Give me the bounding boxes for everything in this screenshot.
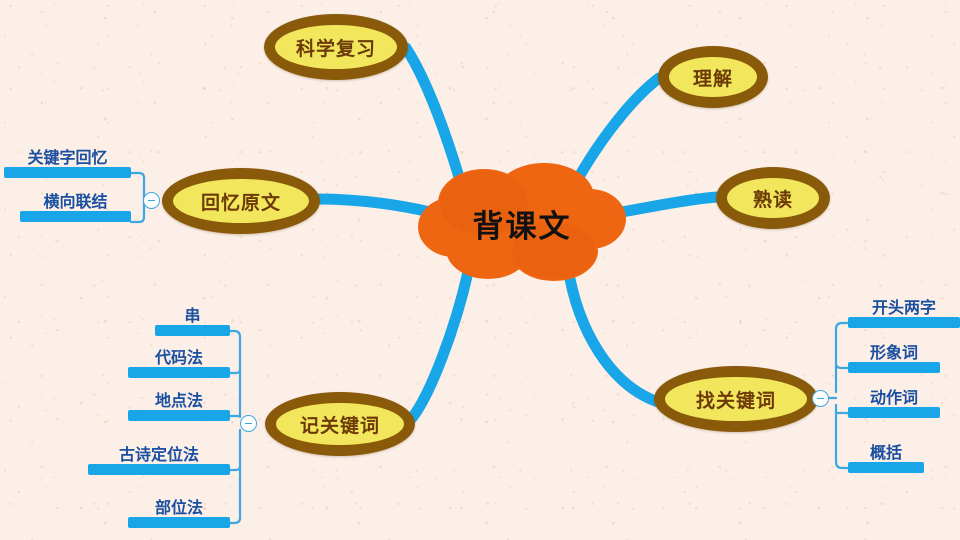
elbow-zhaoguan-b2 (834, 362, 850, 370)
branch-node-lijie[interactable]: 理解 (658, 46, 768, 108)
branch-label-lijie: 理解 (692, 67, 733, 90)
branch-label-jiguanjianci: 记关键词 (299, 414, 380, 437)
branch-label-kexuefuxi: 科学复习 (295, 37, 376, 60)
leaf-underline-bar (88, 464, 230, 475)
leaf-label-gaikuo: 概括 (869, 443, 902, 462)
leaf-label-hengxiangluanjie: 横向联结 (43, 192, 108, 211)
leaf-label-guanjianzihuiyi: 关键字回忆 (27, 148, 108, 167)
leaf-underline-bar (4, 167, 131, 178)
leaf-underline-bar (128, 410, 230, 421)
connector-central-to-huiyi (312, 193, 436, 218)
leaf-underline-bar (848, 462, 924, 473)
elbow-jiguan-b2 (228, 367, 242, 375)
branch-node-shudu[interactable]: 熟读 (716, 167, 830, 229)
elbow-zhaoguan-group (834, 321, 850, 470)
branch-label-huiyiyuanwen: 回忆原文 (200, 191, 281, 214)
leaf-underline-bar (128, 367, 230, 378)
leaf-node-chuan[interactable]: 串 (155, 298, 230, 336)
leaf-label-buweifa: 部位法 (154, 498, 203, 517)
branch-node-zhaoguanjianci[interactable]: 找关键词 (654, 366, 818, 432)
branch-node-huiyiyuanwen[interactable]: 回忆原文 (162, 168, 320, 234)
leaf-underline-bar (848, 317, 960, 328)
central-topic-label: 背课文 (472, 208, 572, 245)
branch-node-kexuefuxi[interactable]: 科学复习 (264, 14, 408, 80)
leaf-node-xingxiangci[interactable]: 形象词 (848, 335, 940, 373)
leaf-node-dongzuoci[interactable]: 动作词 (848, 380, 940, 418)
connector-central-to-zhaoguan (562, 262, 664, 408)
leaf-node-didianfa[interactable]: 地点法 (128, 383, 230, 421)
collapse-toggle-jiguanjianci[interactable] (240, 415, 257, 432)
leaf-label-didianfa: 地点法 (154, 391, 203, 410)
leaf-underline-bar (20, 211, 131, 222)
leaf-node-gushidingweifa[interactable]: 古诗定位法 (88, 437, 230, 475)
elbow-jiguan-group (228, 329, 242, 525)
leaf-underline-bar (128, 517, 230, 528)
leaf-node-hengxiangluanjie[interactable]: 横向联结 (20, 184, 131, 222)
leaf-label-gushidingweifa: 古诗定位法 (118, 445, 199, 464)
leaf-label-dongzuoci: 动作词 (869, 388, 918, 407)
elbow-huiyi-group (129, 171, 146, 224)
collapse-toggle-zhaoguanjianci[interactable] (812, 390, 829, 407)
leaf-node-guanjianzihuiyi[interactable]: 关键字回忆 (4, 140, 131, 178)
leaf-label-chuan: 串 (184, 306, 201, 325)
leaf-node-kaitouliangzi[interactable]: 开头两字 (848, 290, 960, 328)
leaf-label-xingxiangci: 形象词 (869, 343, 918, 362)
leaf-underline-bar (848, 407, 940, 418)
branch-label-shudu: 熟读 (752, 188, 793, 211)
leaf-label-daimafa: 代码法 (154, 348, 203, 367)
connector-central-to-jiguan (406, 266, 474, 424)
branch-label-zhaoguanjianci: 找关键词 (695, 389, 776, 412)
central-topic-node[interactable]: 背课文 (414, 157, 630, 289)
elbow-jiguan-b4 (228, 464, 242, 472)
leaf-underline-bar (848, 362, 940, 373)
collapse-toggle-huiyiyuanwen[interactable] (143, 192, 160, 209)
cloud-shape-icon (418, 163, 626, 281)
leaf-node-gaikuo[interactable]: 概括 (848, 435, 924, 473)
leaf-label-kaitouliangzi: 开头两字 (871, 298, 936, 317)
leaf-underline-bar (155, 325, 230, 336)
leaf-node-buweifa[interactable]: 部位法 (128, 490, 230, 528)
branch-node-jiguanjianci[interactable]: 记关键词 (265, 392, 415, 456)
leaf-node-daimafa[interactable]: 代码法 (128, 340, 230, 378)
